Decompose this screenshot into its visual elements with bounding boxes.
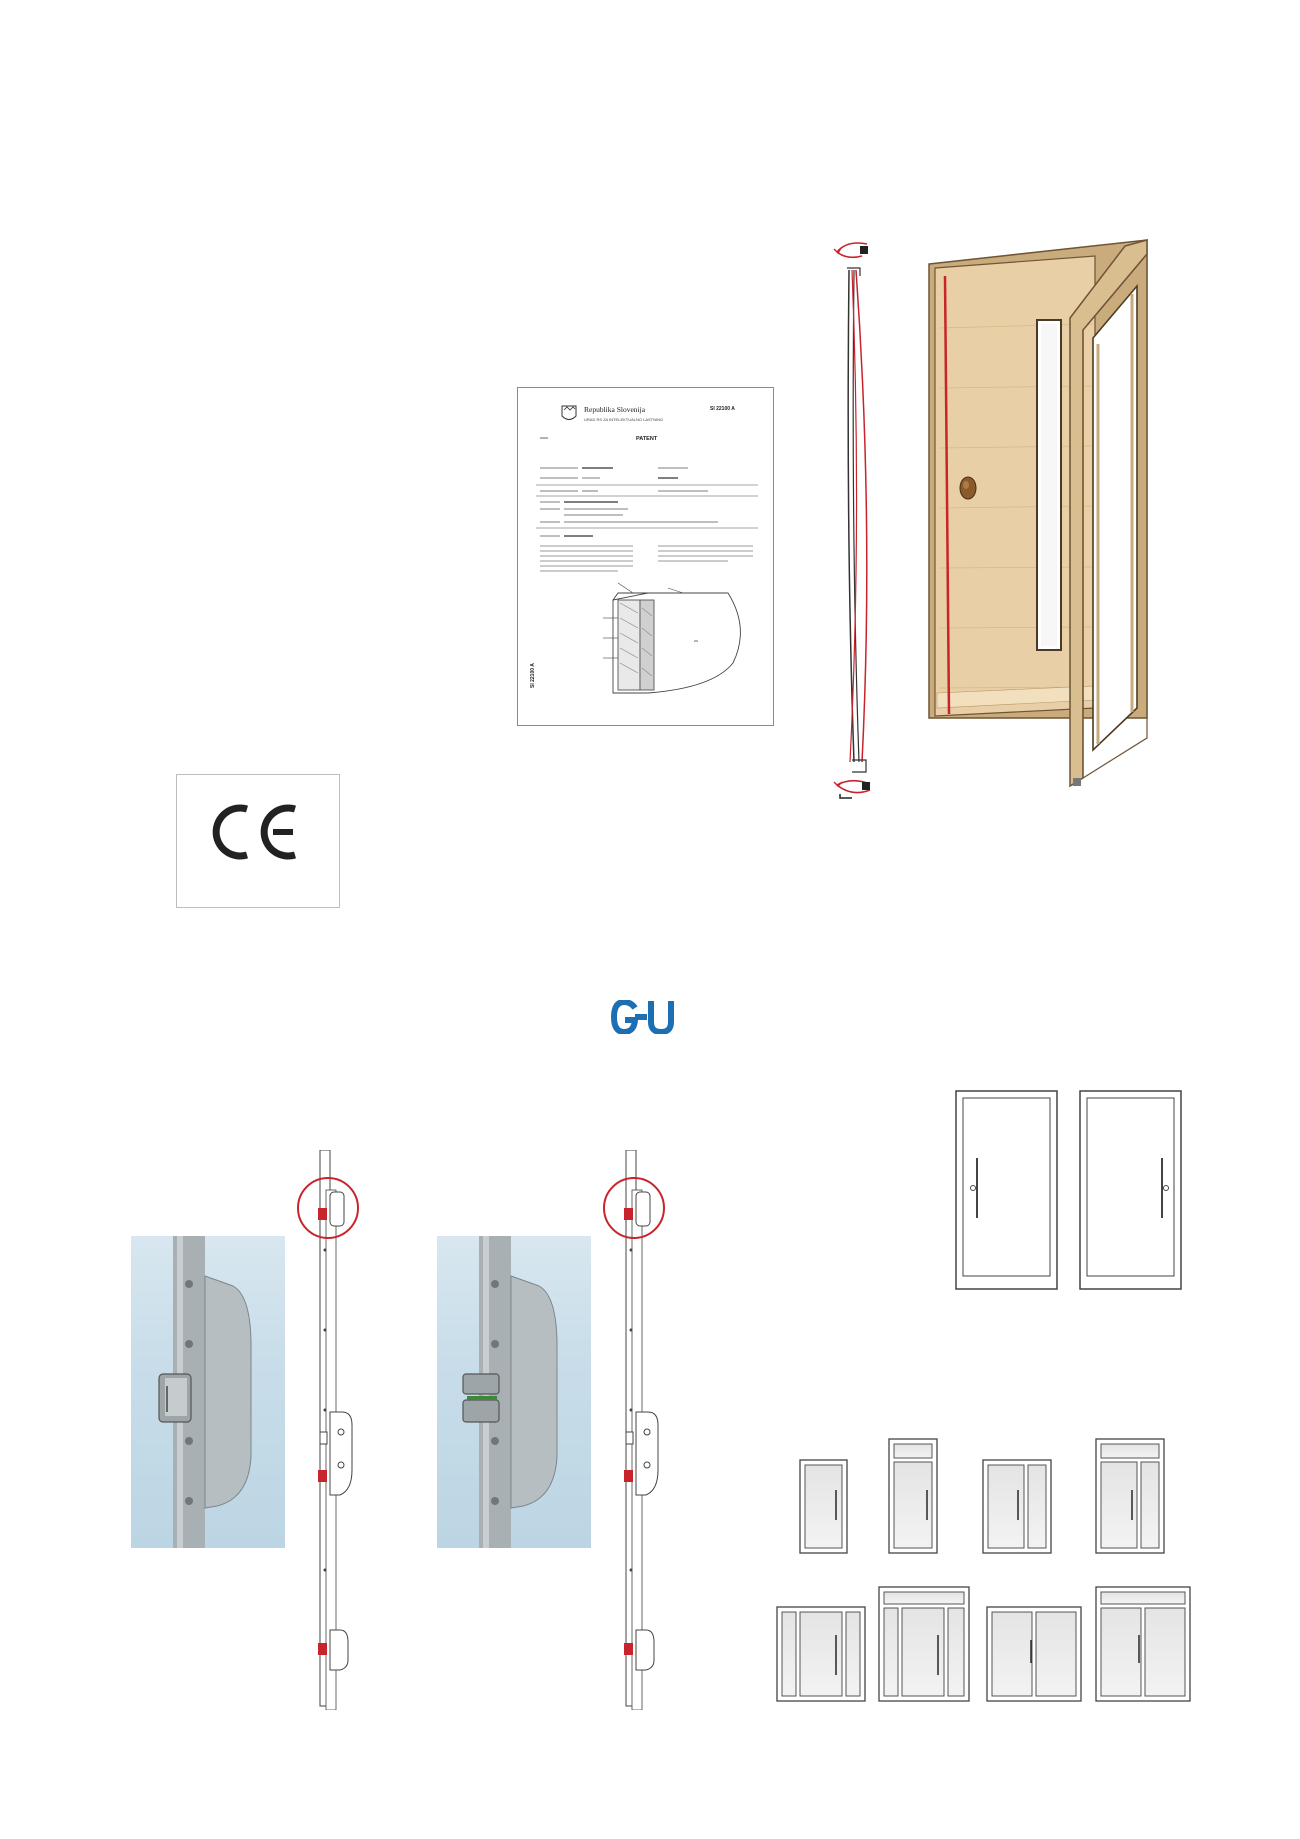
ce-mark-logo (176, 774, 340, 908)
rotation-arrow-icon (833, 779, 871, 799)
lock-photo-closed-graphic (158, 1236, 252, 1548)
lock-photo-closed (131, 1236, 285, 1548)
patent-document-number: SI 22100 A (710, 406, 735, 412)
patent-side-number: SI 22100 A (530, 663, 536, 688)
config-double-door (986, 1606, 1082, 1702)
patent-header-title: Republika Slovenija (584, 405, 646, 414)
door-configurations-grid (776, 1438, 1191, 1702)
door-outlines-large (955, 1090, 1182, 1290)
door-outline-right-hinge (1079, 1090, 1182, 1290)
rotation-arrow-icon (833, 242, 868, 259)
config-single-door (799, 1459, 848, 1554)
ce-mark-graphic (212, 804, 296, 860)
config-door-with-sidelight (982, 1459, 1052, 1554)
multipoint-lock-diagram-1 (297, 1150, 359, 1710)
gu-logo-graphic (610, 998, 674, 1036)
lock-photo-open (437, 1236, 591, 1548)
lock-photo-open-graphic (462, 1236, 558, 1548)
gu-brand-logo (610, 998, 675, 1036)
config-door-with-transom (888, 1438, 938, 1554)
patent-title: PATENT (636, 436, 658, 442)
patent-cross-section-drawing (603, 582, 741, 694)
multipoint-lock-diagram-2 (603, 1150, 665, 1710)
slovenian-coat-of-arms-icon (561, 405, 577, 420)
patent-header-subtitle: URAD RS ZA INTELEKTUALNO LASTNINO (584, 417, 663, 422)
config-door-sidelight-transom (1095, 1438, 1165, 1554)
config-double-door-transom (1095, 1586, 1191, 1702)
config-door-two-sidelights (776, 1606, 866, 1702)
patent-document: Republika Slovenija URAD RS ZA INTELEKTU… (517, 387, 774, 726)
wooden-door-illustration (928, 239, 1148, 788)
patent-document-graphic: Republika Slovenija URAD RS ZA INTELEKTU… (530, 405, 758, 694)
door-outline-left-hinge (955, 1090, 1058, 1290)
door-profile-diagram (833, 242, 871, 799)
config-door-two-sidelights-transom (878, 1586, 970, 1702)
